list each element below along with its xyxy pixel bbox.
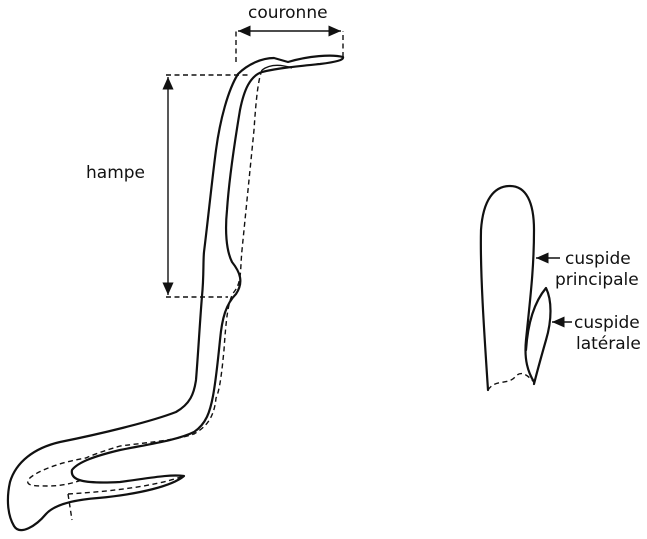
label-cuspide-laterale-2: latérale xyxy=(576,334,641,354)
label-hampe: hampe xyxy=(86,163,145,183)
tooth-outline-group xyxy=(8,31,343,530)
label-cuspide-laterale-1: cuspide xyxy=(574,313,640,333)
cusp-principal-outline xyxy=(481,186,534,390)
tooth-pulp-dashed-line xyxy=(28,70,262,486)
label-cuspide-principale-1: cuspide xyxy=(565,249,631,269)
tooth-base-dashed-line xyxy=(68,476,184,520)
tooth-outline xyxy=(8,56,343,530)
cusp-base-dashed-line xyxy=(488,374,534,390)
label-cuspide-principale-2: principale xyxy=(555,270,639,290)
label-couronne: couronne xyxy=(248,3,328,23)
